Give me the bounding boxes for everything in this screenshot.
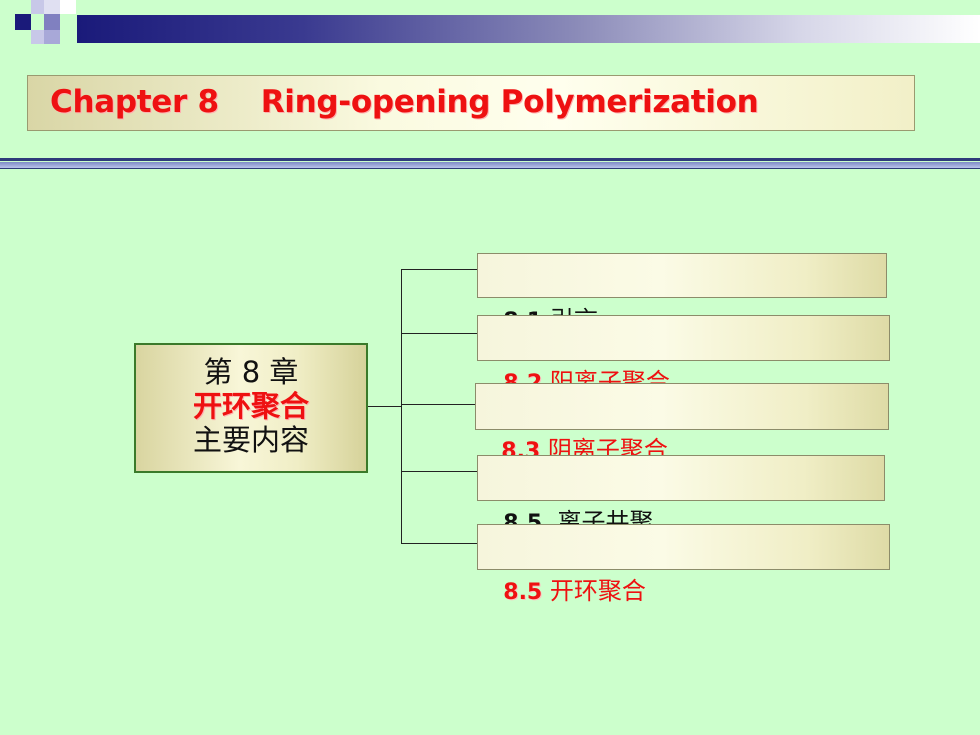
divider-rule [0,158,980,161]
connector-main [368,406,402,407]
chapter-topic: 开环聚合 [192,389,309,423]
connector-item-2 [401,333,478,334]
outline-item-1[interactable]: 8.1 引言 [477,253,887,334]
item-number: 8.5 [503,580,543,605]
decor-square-pale [31,30,44,44]
decor-square-pale2 [44,30,60,44]
decor-square-white [60,0,76,14]
divider-rule-shade [0,162,980,169]
decor-square-navy [15,14,31,30]
page-title: Chapter 8 Ring-opening Polymerization [50,84,759,120]
decor-square-mid [44,14,60,30]
connector-item-4 [401,471,478,472]
outline-item-3[interactable]: 8.3 阴离子聚合 [475,383,889,464]
connector-item-3 [401,404,476,405]
chapter-summary-box: 第 8 章 开环聚合 主要内容 [134,343,368,473]
decor-square-light [44,0,60,14]
title-box: Chapter 8 Ring-opening Polymerization [27,75,915,131]
connector-trunk [401,269,402,544]
header-gradient-bar [77,15,980,43]
outline-item-4[interactable]: 8.5 离子共聚 [477,455,885,536]
outline-item-2[interactable]: 8.2 阳离子聚合 [477,315,890,396]
connector-item-1 [401,269,478,270]
outline-item-5[interactable]: 8.5 开环聚合 [477,524,890,605]
item-label: 开环聚合 [549,577,646,605]
chapter-number: 第 8 章 [203,355,299,389]
connector-item-5 [401,543,478,544]
decor-square-lavender [31,0,44,14]
chapter-subtitle: 主要内容 [192,423,309,457]
